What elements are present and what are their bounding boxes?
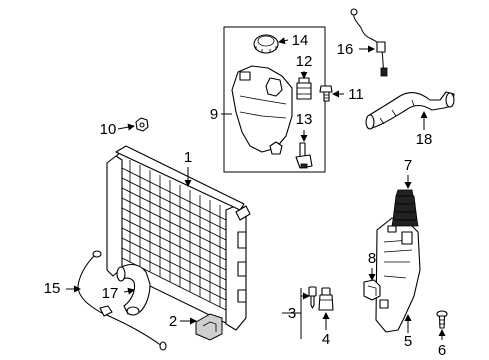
leader-lines	[66, 37, 446, 340]
callout-1: 1	[184, 149, 192, 166]
callout-4: 4	[322, 331, 330, 348]
hex-bolt	[319, 85, 333, 102]
retaining-clip	[363, 279, 381, 301]
callout-3: 3	[288, 305, 296, 322]
hose-elbow	[116, 263, 151, 316]
level-sensor-insert	[296, 77, 312, 100]
callout-12: 12	[296, 53, 313, 70]
expansion-tank	[231, 65, 293, 155]
callout-9: 9	[210, 106, 218, 123]
callout-16: 16	[337, 41, 354, 58]
lower-hose-assembly	[77, 250, 167, 351]
bleed-screw-kit	[308, 286, 334, 311]
mounting-screw	[436, 310, 448, 329]
callout-6: 6	[438, 342, 446, 359]
callout-8: 8	[368, 250, 376, 267]
radiator-mount-bracket	[195, 313, 223, 341]
filler-cap	[253, 34, 279, 54]
callout-5: 5	[404, 333, 412, 350]
rubber-boot	[391, 189, 419, 227]
callout-18: 18	[416, 131, 433, 148]
coolant-reservoir	[375, 217, 421, 333]
callout-2: 2	[169, 313, 177, 330]
callout-14: 14	[292, 32, 309, 49]
sensor-wire-harness	[350, 8, 388, 77]
callout-7: 7	[404, 157, 412, 174]
upper-radiator-hose	[365, 91, 455, 130]
callout-10: 10	[100, 121, 117, 138]
hex-nut	[135, 117, 149, 132]
callout-17: 17	[102, 285, 119, 302]
callout-11: 11	[348, 86, 364, 103]
callout-13: 13	[296, 111, 313, 128]
callout-15: 15	[44, 280, 61, 297]
level-sensor	[295, 142, 313, 169]
callout-labels: 1 2 3 4 5 6 7 8 9 10 11 12 13 14 15 16 1…	[44, 32, 447, 359]
